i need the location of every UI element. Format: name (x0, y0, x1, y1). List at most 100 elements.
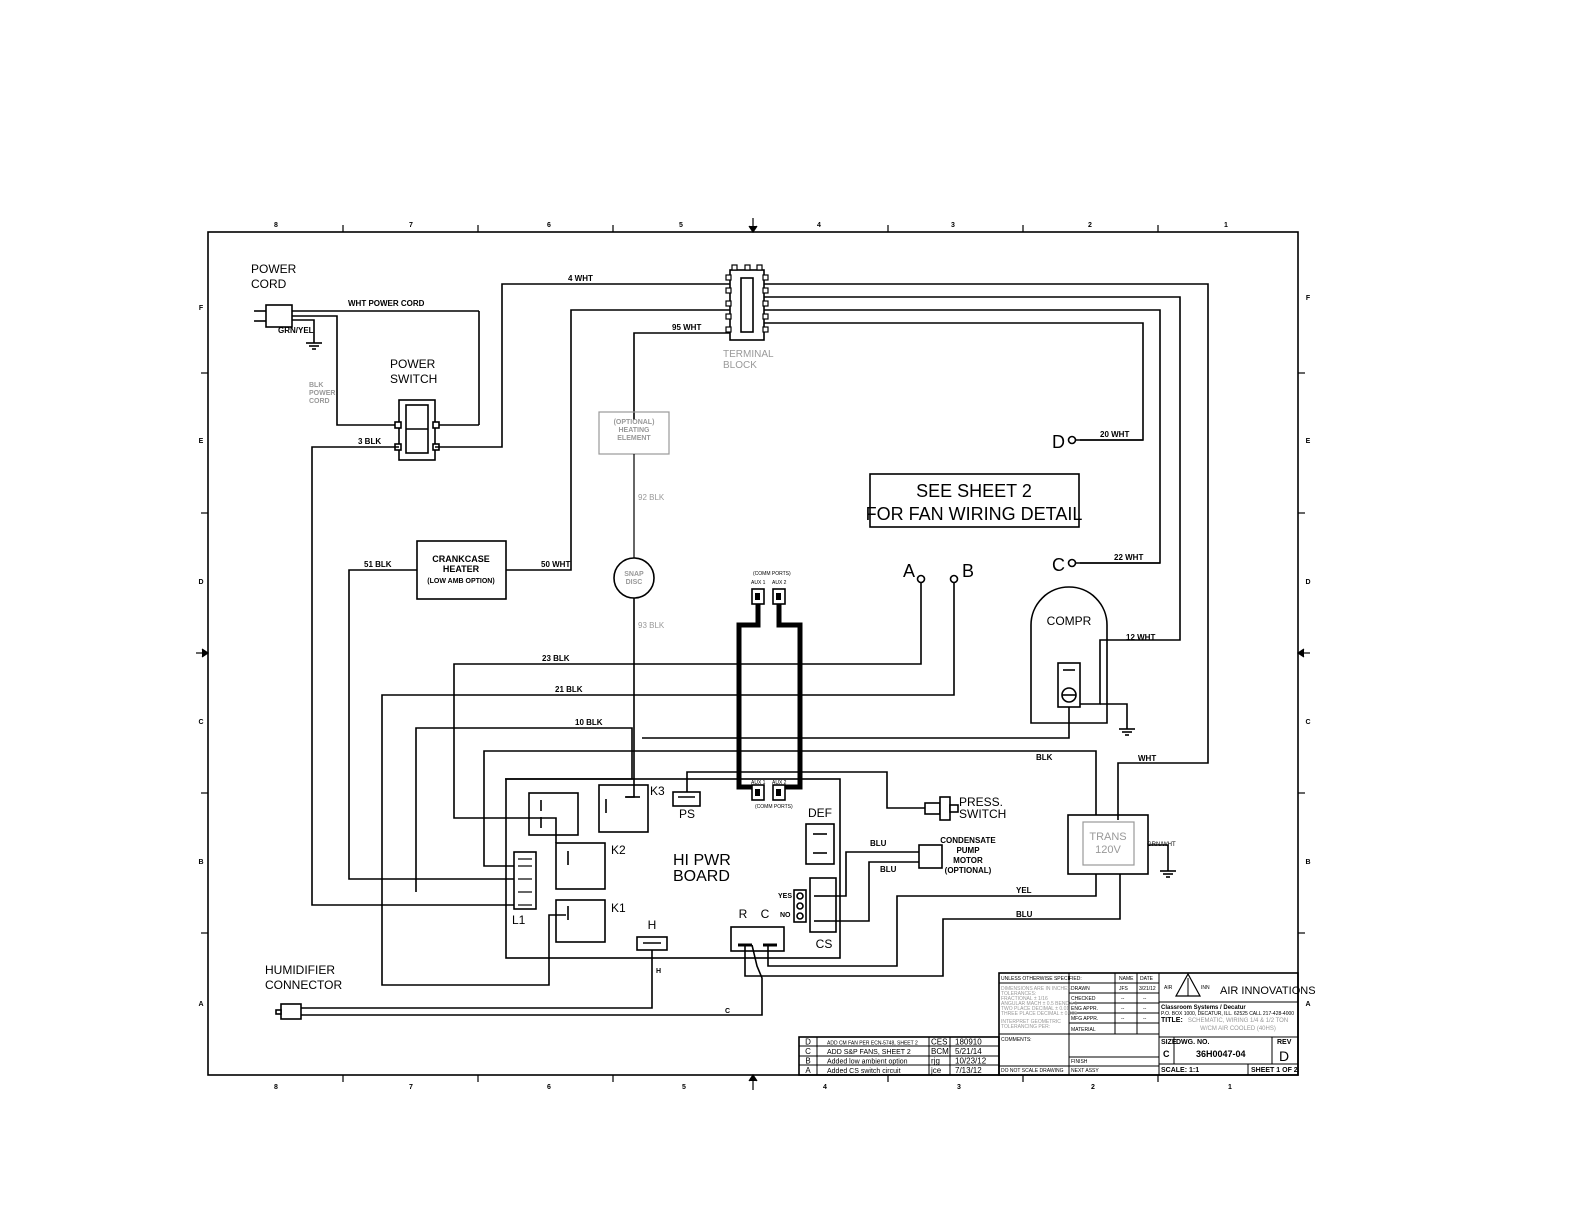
title-block-text: DO NOT SCALE DRAWING (1001, 1068, 1064, 1074)
terminal-label: D (1052, 432, 1065, 452)
wire-label: BLK (1036, 753, 1053, 762)
revision-desc: Added CS switch circuit (827, 1068, 901, 1075)
board-label: HI PWR (673, 852, 731, 869)
title-block-text: NEXT ASSY (1071, 1068, 1099, 1074)
terminal-icon (949, 574, 959, 584)
comm-ports-label: AUX 1 (751, 780, 766, 786)
title-block-text: JFS (1119, 986, 1129, 992)
heating-element-label: HEATING (619, 427, 651, 434)
title-block-text: DRAWN (1071, 986, 1090, 992)
zone-label: 3 (951, 222, 955, 229)
terminal-label: A (903, 561, 915, 581)
power-switch-label: SWITCH (390, 372, 437, 386)
wire-label: 95 WHT (672, 323, 701, 332)
blk-power-cord-label: BLK POWER CORD (309, 382, 335, 405)
wire-label: POWER (309, 390, 335, 397)
wire-label: 21 BLK (555, 685, 583, 694)
power-switch: POWER SWITCH (390, 357, 440, 461)
title-block-text: MATERIAL (1071, 1027, 1096, 1033)
ground-icon (1160, 870, 1176, 878)
zone-label: E (1306, 438, 1311, 445)
zone-label: D (198, 579, 203, 586)
terminal-icon (916, 574, 926, 584)
relay-k2 (555, 842, 606, 890)
terminal-icon (1067, 435, 1077, 445)
title-block-text: -- (1121, 1016, 1125, 1022)
humidifier-connector-label: CONNECTOR (265, 978, 342, 992)
no-label: NO (780, 912, 791, 919)
title-block-text: THREE PLACE DECIMAL ± 0.005 (1001, 1011, 1077, 1017)
terminal-block-icon (729, 269, 765, 341)
title-block-text: 3/21/12 (1139, 986, 1156, 992)
revision-date: 10/23/12 (955, 1057, 987, 1066)
l1-label: L1 (512, 913, 526, 927)
drawing-scale: SCALE: 1:1 (1161, 1067, 1199, 1074)
comm-ports-label: AUX 1 (751, 580, 766, 586)
h-label: H (648, 918, 657, 932)
relay-k3 (598, 784, 649, 833)
comm-ports-label: (COMM PORTS) (755, 804, 793, 810)
compressor: COMPR (1030, 586, 1108, 724)
wire-label: 22 WHT (1114, 553, 1143, 562)
comm-ports-label: AUX 2 (772, 780, 787, 786)
zone-label: F (1306, 295, 1311, 302)
zone-label: 2 (1091, 1084, 1095, 1091)
revision-rev: B (805, 1057, 810, 1066)
snap-disc-label: DISC (626, 579, 643, 586)
title-block-text: TWO PLACE DECIMAL ± 0.01 (1001, 1006, 1069, 1012)
title-block-text: -- (1121, 996, 1125, 1002)
heating-element-label: ELEMENT (617, 435, 651, 442)
zone-ticks (196, 218, 1310, 1090)
snap-disc-label: SNAP (624, 571, 644, 578)
def-label: DEF (808, 806, 832, 820)
wire-label: H (656, 968, 661, 975)
relay-k1 (555, 899, 606, 943)
pump-motor-icon (918, 844, 943, 869)
plug-icon (265, 304, 293, 328)
zone-label: 8 (274, 222, 278, 229)
title-block-text: INTERPRET GEOMETRIC (1001, 1019, 1061, 1025)
terminal-label: C (1052, 555, 1065, 575)
zone-label: A (198, 1001, 203, 1008)
pressure-switch-label: SWITCH (959, 807, 1006, 821)
crankcase-heater-label: (LOW AMB OPTION) (427, 578, 494, 585)
title-block-text: TITLE: (1161, 1017, 1183, 1024)
revision-by: BCM (931, 1047, 949, 1056)
board-outline (505, 778, 841, 959)
terminal-block: TERMINAL BLOCK (723, 264, 774, 371)
compressor-label: COMPR (1047, 614, 1092, 628)
wire-label: 92 BLK (638, 493, 665, 502)
compressor-icon (1030, 586, 1108, 724)
title-block: UNLESS OTHERWISE SPECIFIED: DIMENSIONS A… (998, 972, 1316, 1076)
ps-label: PS (679, 807, 695, 821)
wire-label: 3 BLK (358, 437, 381, 446)
wire-label: 4 WHT (568, 274, 593, 283)
heating-element: (OPTIONAL) HEATING ELEMENT (598, 411, 670, 455)
drawing-title: W/CM AIR COOLED (40HS) (1200, 1026, 1276, 1032)
yes-no-jumper (793, 889, 807, 923)
crankcase-heater-label: CRANKCASE (432, 554, 490, 564)
pressure-switch: PRESS. SWITCH (924, 795, 1006, 821)
snap-disc-icon (613, 557, 655, 599)
revision-by: CES (931, 1038, 947, 1047)
power-cord: POWER CORD GRN/YEL WHT POWER CORD BLK PO… (251, 262, 480, 426)
r-label: R (739, 907, 748, 921)
terminal-block-label: TERMINAL (723, 349, 774, 360)
zone-label: F (199, 305, 204, 312)
svg-text:INN: INN (1201, 985, 1210, 991)
terminal-c: C 22 WHT (1052, 553, 1160, 575)
pressure-switch-label: PRESS. (959, 795, 1003, 809)
def-connector (805, 823, 835, 865)
title-block-text: ANGULAR MACH ± 0.5 BEND ± 1 (1001, 1001, 1078, 1007)
ground-icon (1119, 728, 1135, 736)
switch-icon (398, 399, 436, 461)
title-block-text: -- (1143, 996, 1147, 1002)
title-block-text: -- (1121, 1006, 1125, 1012)
hi-pwr-board: HI PWR BOARD K3 PS DEF K2 K1 L1 (505, 778, 841, 959)
zone-label: 2 (1088, 222, 1092, 229)
condensate-pump: CONDENSATE PUMP MOTOR (OPTIONAL) (918, 836, 996, 875)
company-name: AIR INNOVATIONS (1220, 985, 1316, 997)
zone-label: 5 (679, 222, 683, 229)
wire-label: 12 WHT (1126, 633, 1155, 642)
